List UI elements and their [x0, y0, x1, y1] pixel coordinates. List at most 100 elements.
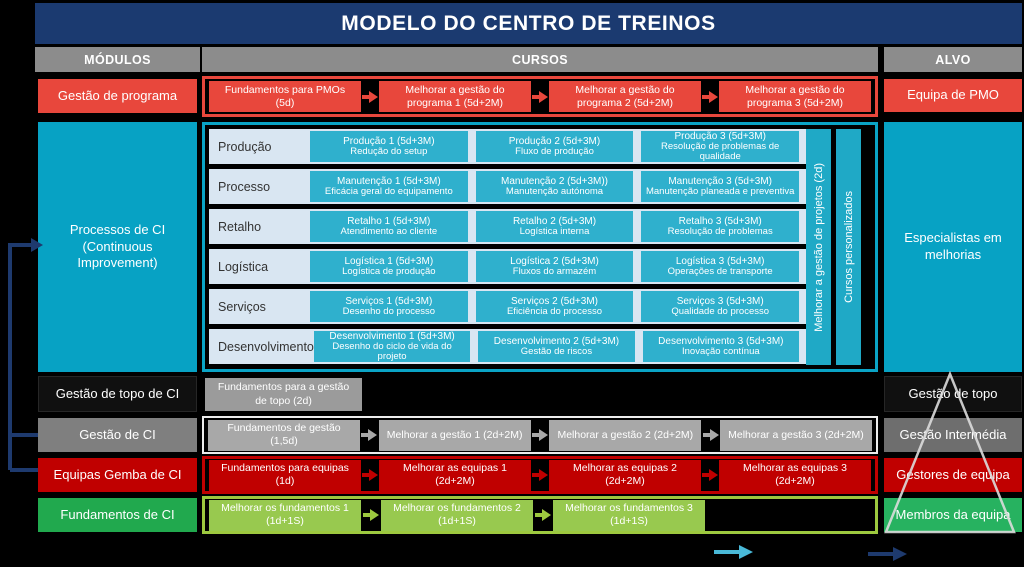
- arrow-right-icon: [362, 509, 380, 521]
- ci-course-box: Retalho 2 (5d+3M) Logística interna: [475, 211, 634, 242]
- ci-course-title: Retalho 3 (5d+3M): [678, 215, 762, 227]
- target-middle-management: Gestão Intermédia: [884, 418, 1022, 452]
- ci-course-box: Produção 2 (5d+3M) Fluxo de produção: [475, 131, 634, 162]
- course-box-top-management: Fundamentos para a gestão de topo (2d): [205, 378, 362, 411]
- arrow-right-icon: [361, 90, 379, 103]
- ci-management-courses-frame: Fundamentos de gestão (1,5d) Melhorar a …: [202, 416, 878, 454]
- module-ci-fundamentals: Fundamentos de CI: [38, 498, 197, 532]
- arrow-right-icon: [531, 469, 549, 481]
- target-top-management: Gestão de topo: [884, 376, 1022, 412]
- ci-band-label: Processo: [218, 179, 271, 194]
- course-box: Melhorar as equipas 3 (2d+2M): [719, 459, 871, 491]
- course-box: Melhorar os fundamentos 3 (1d+1S): [553, 499, 705, 531]
- arrow-right-icon: [531, 429, 549, 441]
- course-box: Fundamentos para equipas (1d): [209, 459, 361, 491]
- ci-course-title: Manutenção 3 (5d+3M): [668, 175, 773, 187]
- program-courses-frame: Fundamentos para PMOs (5d) Melhorar a ge…: [202, 76, 878, 117]
- module-ci-line2: (Continuous Improvement): [77, 238, 158, 271]
- target-pmo-team: Equipa de PMO: [884, 79, 1022, 112]
- ci-course-subtitle: Gestão de riscos: [520, 345, 593, 357]
- ci-course-box: Produção 1 (5d+3M) Redução do setup: [310, 131, 468, 162]
- ci-course-box: Desenvolvimento 3 (5d+3M) Inovação contí…: [642, 331, 800, 362]
- ci-course-title: Retalho 1 (5d+3M): [347, 215, 431, 227]
- course-box: Melhorar a gestão do programa 2 (5d+2M): [549, 81, 701, 112]
- ci-sidebar-label: Cursos personalizados: [842, 191, 855, 303]
- gemba-courses-frame: Fundamentos para equipas (1d) Melhorar a…: [202, 456, 878, 494]
- ci-band-label: Serviços: [218, 299, 266, 314]
- ci-course-box: Retalho 1 (5d+3M) Atendimento ao cliente: [310, 211, 468, 242]
- ci-band-label: Produção: [218, 139, 272, 154]
- ci-band-logistica: Logística Logística 1 (5d+3M) Logística …: [209, 249, 807, 284]
- ci-course-subtitle: Redução do setup: [350, 145, 428, 157]
- ci-course-title: Retalho 2 (5d+3M): [512, 215, 597, 227]
- ci-course-subtitle: Atendimento ao cliente: [340, 225, 438, 237]
- ci-course-box: Serviços 2 (5d+3M) Eficiência do process…: [475, 291, 634, 322]
- ci-course-box: Logística 2 (5d+3M) Fluxos do armazém: [475, 251, 634, 282]
- ci-sidebar-project-management: Melhorar a gestão de projetos (2d): [806, 129, 831, 365]
- ci-course-box: Manutenção 3 (5d+3M) Manutenção planeada…: [641, 171, 800, 202]
- ci-course-box: Retalho 3 (5d+3M) Resolução de problemas: [641, 211, 800, 242]
- ci-course-subtitle: Logística de produção: [342, 265, 436, 277]
- arrow-right-icon: [360, 429, 378, 441]
- course-box: Melhorar a gestão do programa 1 (5d+2M): [379, 81, 531, 112]
- ci-course-title: Desenvolvimento 3 (5d+3M): [658, 335, 784, 347]
- ci-course-title: Produção 2 (5d+3M): [508, 135, 601, 147]
- ci-course-box: Manutenção 2 (5d+3M)) Manutenção autónom…: [475, 171, 634, 202]
- ci-course-subtitle: Desenho do processo: [342, 305, 436, 317]
- arrow-right-icon: [361, 469, 379, 481]
- ci-course-box: Logística 3 (5d+3M) Operações de transpo…: [641, 251, 800, 282]
- course-box: Melhorar a gestão 3 (2d+2M): [719, 419, 872, 451]
- module-ci-line1: Processos de CI: [69, 221, 166, 237]
- ci-course-box: Desenvolvimento 2 (5d+3M) Gestão de risc…: [478, 331, 635, 362]
- course-box: Melhorar a gestão do programa 3 (5d+2M): [719, 81, 871, 112]
- ci-course-subtitle: Operações de transporte: [667, 265, 773, 277]
- target-improvement-specialists: Especialistas em melhorias: [884, 122, 1022, 372]
- ci-course-subtitle: Fluxo de produção: [515, 145, 594, 157]
- ci-course-title: Desenvolvimento 1 (5d+3M): [329, 330, 455, 342]
- course-box: Melhorar as equipas 2 (2d+2M): [549, 459, 701, 491]
- course-box: Melhorar a gestão 2 (2d+2M): [549, 419, 702, 451]
- ci-course-box: Manutenção 1 (5d+3M) Eficácia geral do e…: [310, 171, 468, 202]
- course-box: Melhorar os fundamentos 1 (1d+1S): [209, 499, 361, 531]
- ci-course-subtitle: Fluxos do armazém: [512, 265, 597, 277]
- ci-band-processo: Processo Manutenção 1 (5d+3M) Eficácia g…: [209, 169, 807, 204]
- arrow-right-icon: [739, 545, 753, 559]
- target-team-managers: Gestores de equipa: [884, 458, 1022, 492]
- module-gemba-teams: Equipas Gemba de CI: [38, 458, 197, 492]
- ci-band-label: Retalho: [218, 219, 262, 234]
- ci-band-desenvolvimento: Desenvolvimento Desenvolvimento 1 (5d+3M…: [209, 329, 807, 364]
- target-team-members: Membros da equipa: [884, 498, 1022, 532]
- ci-course-subtitle: Manutenção autónoma: [505, 185, 604, 197]
- ci-course-title: Manutenção 1 (5d+3M): [337, 175, 441, 187]
- arrow-right-icon: [702, 429, 720, 441]
- ci-course-box: Desenvolvimento 1 (5d+3M) Desenho do cic…: [313, 330, 471, 362]
- ci-course-title: Produção 1 (5d+3M): [343, 135, 435, 147]
- ci-course-subtitle: Logística interna: [519, 225, 590, 237]
- ci-course-subtitle: Resolução de problemas: [667, 225, 773, 237]
- ci-course-title: Manutenção 2 (5d+3M)): [501, 175, 609, 187]
- ci-course-title: Serviços 3 (5d+3M): [676, 295, 764, 307]
- ci-course-title: Logística 1 (5d+3M): [344, 255, 434, 267]
- arrow-right-icon: [531, 90, 549, 103]
- ci-course-title: Serviços 1 (5d+3M): [345, 295, 433, 307]
- module-program-management: Gestão de programa: [38, 79, 197, 113]
- arrow-right-icon: [701, 90, 719, 103]
- module-ci-processes: Processos de CI (Continuous Improvement): [38, 122, 197, 372]
- ci-course-title: Logística 3 (5d+3M): [675, 255, 765, 267]
- page-title: MODELO DO CENTRO DE TREINOS: [35, 3, 1022, 44]
- ci-band-servicos: Serviços Serviços 1 (5d+3M) Desenho do p…: [209, 289, 807, 324]
- ci-course-subtitle: Eficiência do processo: [506, 305, 603, 317]
- column-header-courses: CURSOS: [202, 47, 878, 72]
- ci-band-label: Logística: [218, 259, 269, 274]
- ci-band-label: Desenvolvimento: [218, 339, 314, 354]
- ci-sidebar-label: Melhorar a gestão de projetos (2d): [812, 162, 825, 332]
- arrow-right-icon: [534, 509, 552, 521]
- ci-course-subtitle: Inovação contínua: [682, 345, 760, 357]
- ci-course-box: Serviços 3 (5d+3M) Qualidade do processo: [641, 291, 800, 322]
- ci-course-subtitle: Resolução de problemas de qualidade: [661, 140, 780, 163]
- ci-course-subtitle: Manutenção planeada e preventiva: [645, 185, 795, 197]
- ci-course-box: Serviços 1 (5d+3M) Desenho do processo: [310, 291, 468, 322]
- ci-band-producao: Produção Produção 1 (5d+3M) Redução do s…: [209, 129, 807, 164]
- ci-course-box: Logística 1 (5d+3M) Logística de produçã…: [310, 251, 468, 282]
